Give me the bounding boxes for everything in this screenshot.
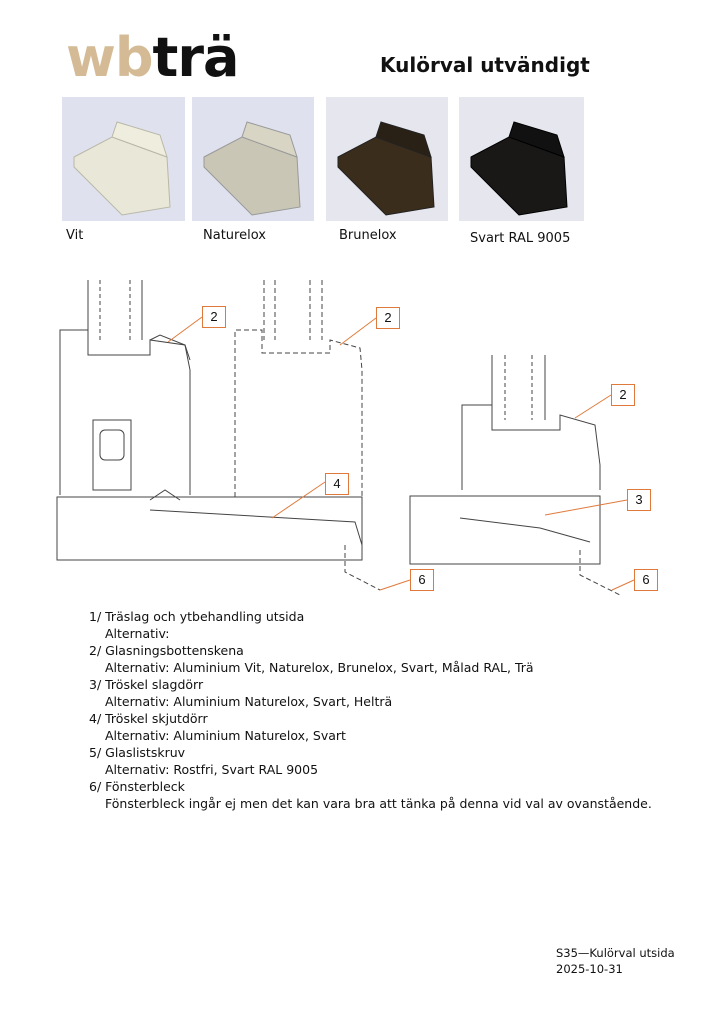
swatch-photo-naturelox (192, 97, 314, 221)
list-item-head: 4/ Tröskel skjutdörr (89, 711, 208, 726)
swatch-photo-vit (62, 97, 185, 221)
swatch-label: Brunelox (339, 228, 397, 243)
list-item-sub: Alternativ: Rostfri, Svart RAL 9005 (105, 762, 319, 777)
callout-2: 2 (202, 306, 226, 328)
list-item-sub: Alternativ: Aluminium Vit, Naturelox, Br… (105, 660, 534, 675)
skjutdorr-section (234, 280, 363, 497)
logo-part-wb: wb (66, 26, 154, 89)
component-list: 1/ Träslag och ytbehandling utsida Alter… (89, 608, 652, 812)
swatch-label: Vit (66, 228, 84, 243)
swatch-photo-svart (459, 97, 584, 221)
list-item-head: 2/ Glasningsbottenskena (89, 643, 244, 658)
list-item-sub: Fönsterbleck ingår ej men det kan vara b… (105, 796, 652, 811)
list-item-head: 1/ Träslag och ytbehandling utsida (89, 609, 305, 624)
list-item-head: 5/ Glaslistskruv (89, 745, 186, 760)
callout-4: 4 (325, 473, 349, 495)
footer-date: 2025-10-31 (556, 962, 623, 976)
wbtra-logo: wbträ (66, 30, 239, 86)
threshold-4 (149, 509, 363, 546)
sill-6-left (344, 545, 381, 591)
list-item-sub: Alternativ: Aluminium Naturelox, Svart (105, 728, 346, 743)
list-item-head: 3/ Tröskel slagdörr (89, 677, 204, 692)
swatch-label: Svart RAL 9005 (470, 231, 571, 246)
list-item-head: 6/ Fönsterbleck (89, 779, 185, 794)
callout-2: 2 (611, 384, 635, 406)
callout-leaders (167, 316, 635, 591)
callout-6: 6 (634, 569, 658, 591)
callout-6: 6 (410, 569, 434, 591)
slagdorr-section (56, 280, 363, 561)
page-title: Kulörval utvändigt (380, 53, 590, 77)
callout-2: 2 (376, 307, 400, 329)
list-item-sub: Alternativ: Aluminium Naturelox, Svart, … (105, 694, 393, 709)
swatch-photo-brunelox (326, 97, 448, 221)
swatch-label: Naturelox (203, 228, 266, 243)
callout-3: 3 (627, 489, 651, 511)
footer-code: S35—Kulörval utsida (556, 946, 675, 960)
list-item-sub: Alternativ: (105, 626, 170, 641)
section-diagram (56, 280, 635, 596)
window-section (409, 355, 621, 596)
logo-part-tra: trä (152, 26, 240, 89)
